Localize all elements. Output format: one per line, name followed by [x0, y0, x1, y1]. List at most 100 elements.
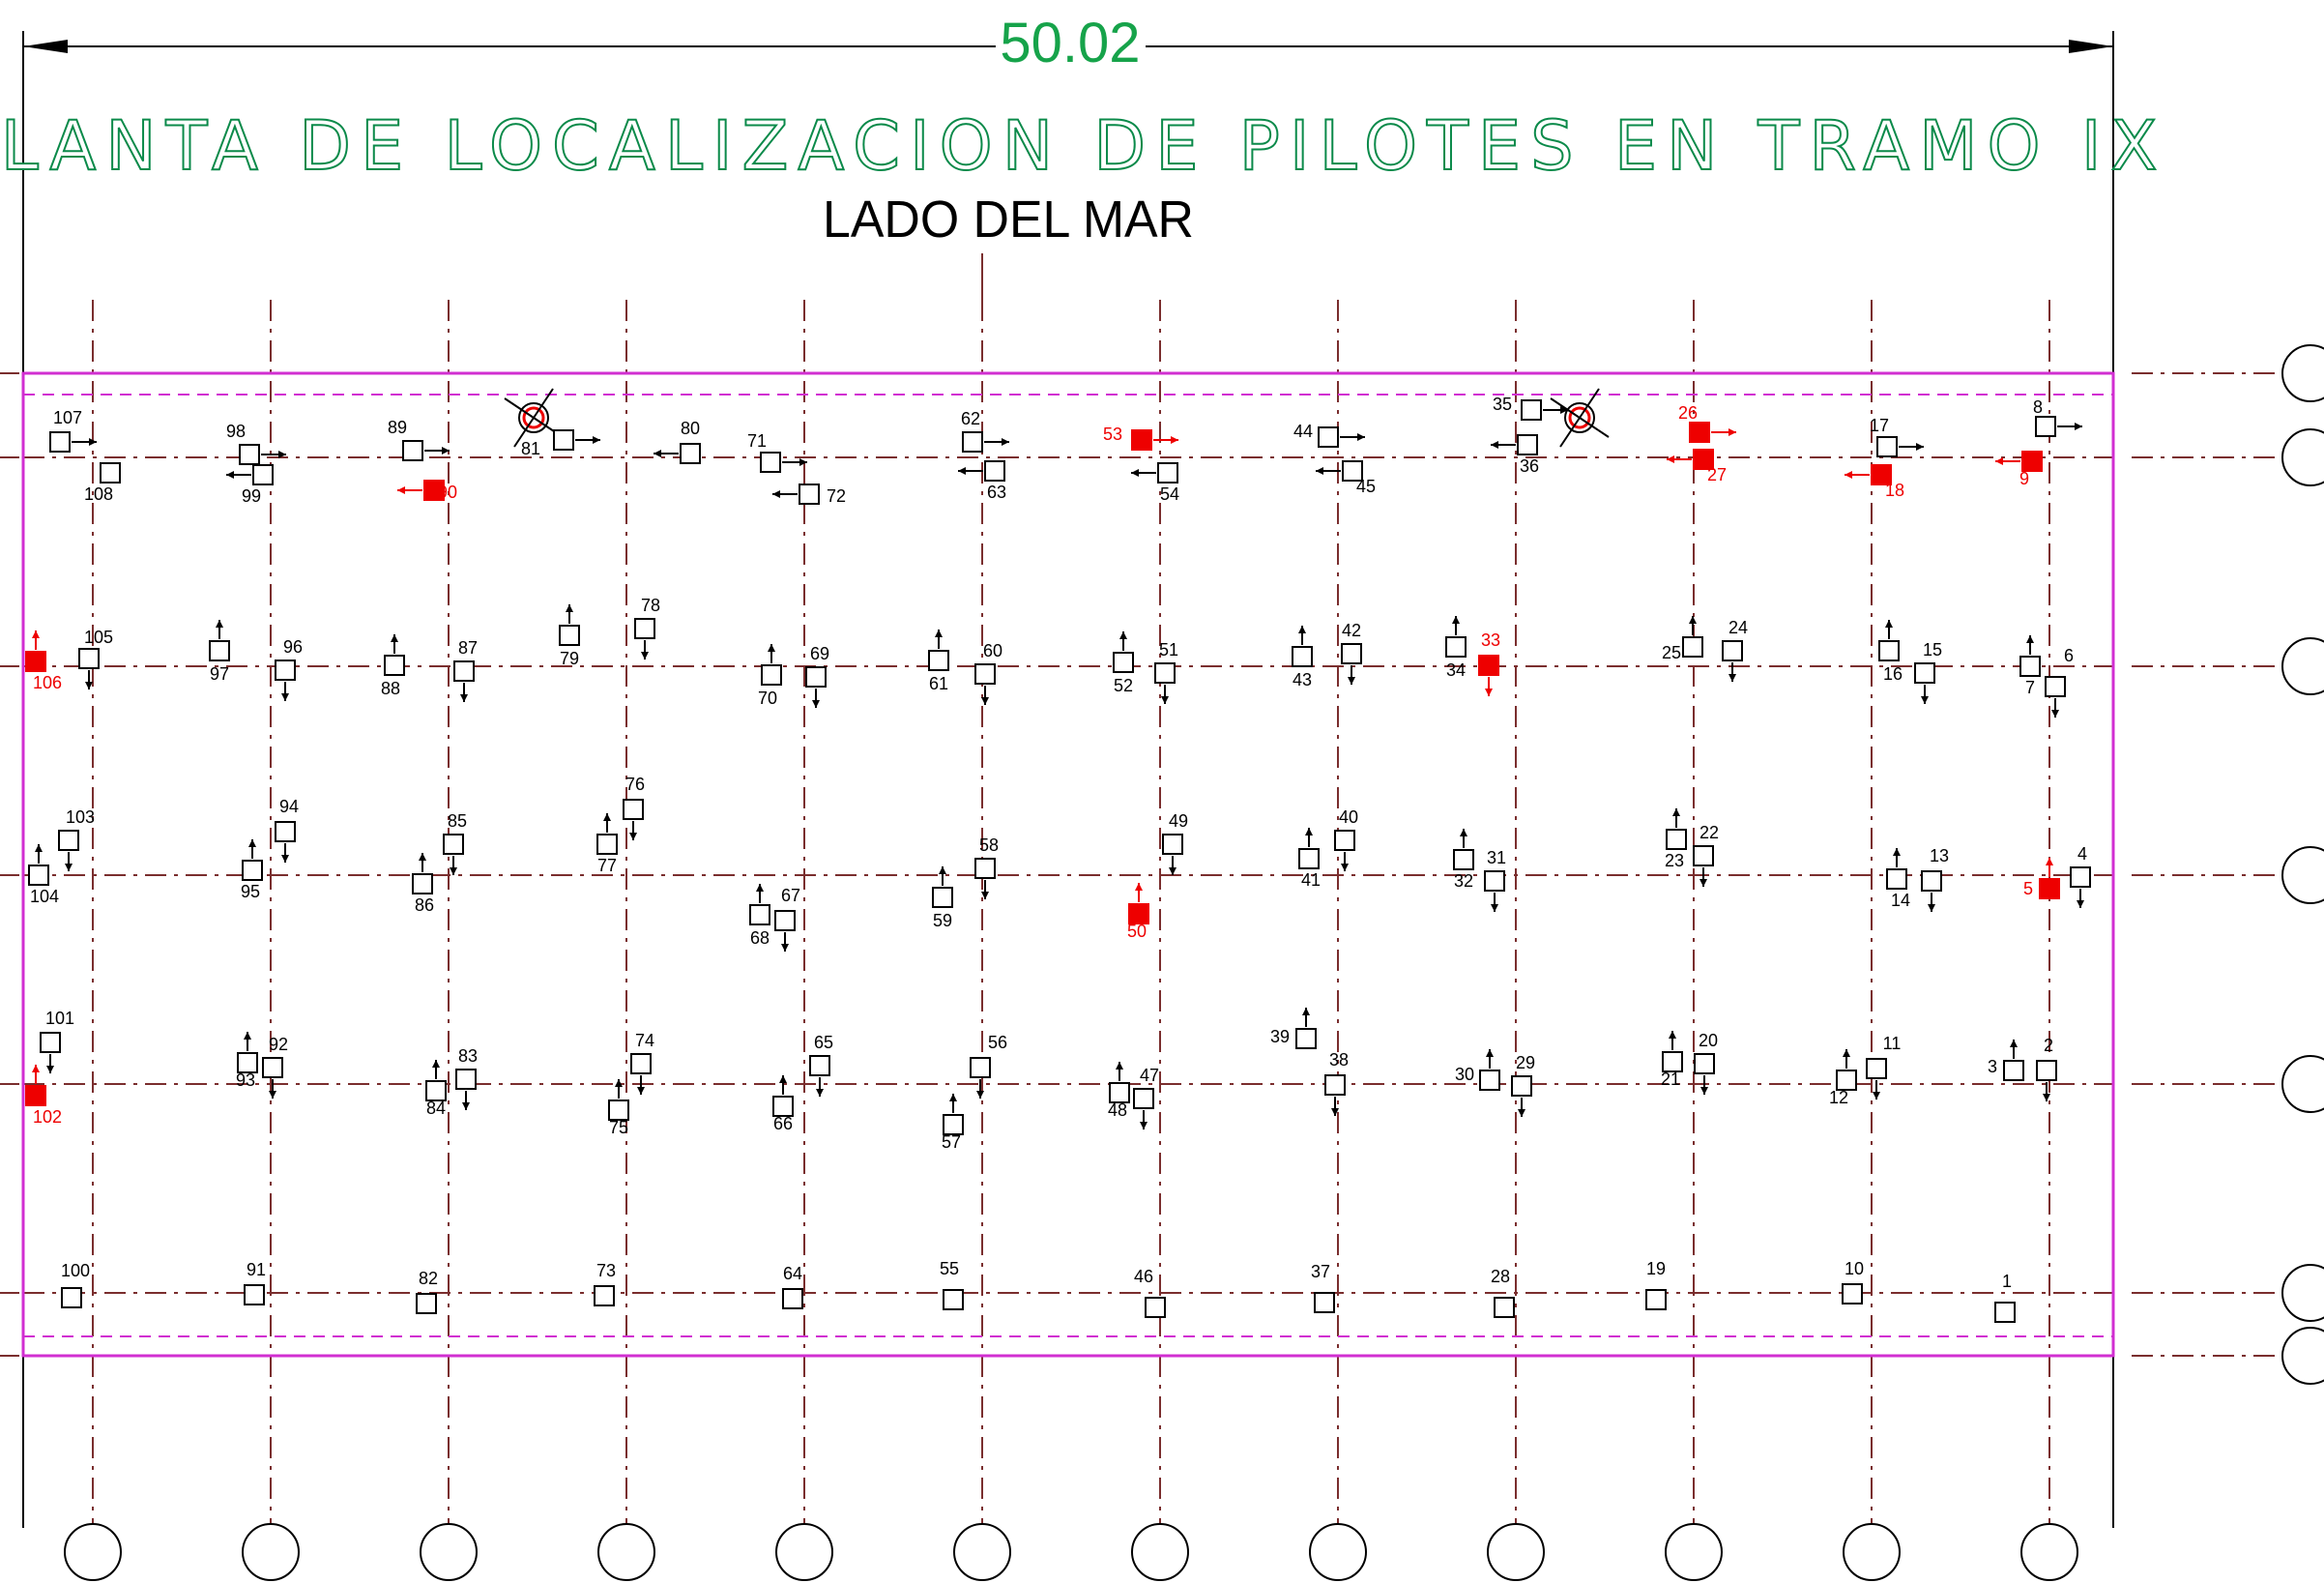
pile-square — [1342, 460, 1363, 482]
pile-label: 90 — [438, 483, 457, 502]
pile-label: 85 — [448, 811, 467, 831]
pile-label: 75 — [609, 1118, 628, 1137]
displacement-arrow-icon — [269, 1091, 276, 1099]
pile-marker: 13 — [1921, 846, 1949, 912]
dimension-value: 50.02 — [1000, 12, 1140, 74]
pile-label: 29 — [1516, 1053, 1535, 1072]
pile-marker: 18 — [1845, 464, 1904, 500]
pile-marker: 20 — [1694, 1031, 1718, 1095]
pile-label: 96 — [283, 637, 303, 657]
pile-label: 54 — [1160, 484, 1179, 504]
pile-label: 46 — [1134, 1267, 1153, 1286]
pile-square — [774, 910, 796, 931]
pile-label: 18 — [1885, 481, 1904, 500]
pile-square — [1341, 643, 1362, 664]
column-grid-bubble — [1665, 1523, 1723, 1581]
pile-label: 48 — [1108, 1100, 1127, 1120]
pile-square — [974, 663, 996, 685]
pile-marker: 39 — [1270, 1008, 1317, 1049]
drawing-title: PLANTA DE LOCALIZACION DE PILOTES EN TRA… — [0, 106, 2166, 186]
pile-marker: 2 — [2036, 1036, 2057, 1101]
pile-square — [402, 440, 423, 461]
pile-marker: 8 — [2033, 397, 2082, 437]
pile-square — [1334, 830, 1355, 851]
pile-marker: 72 — [772, 484, 846, 506]
pile-square — [1109, 1082, 1130, 1103]
pile-square — [1113, 652, 1134, 673]
pile-square — [608, 1099, 629, 1121]
pile-label: 68 — [750, 928, 770, 948]
pile-marker: 107 — [49, 408, 97, 453]
pile-label: 88 — [381, 679, 400, 698]
displacement-arrow-icon — [799, 458, 807, 466]
target-icon — [522, 406, 545, 429]
pile-label: 23 — [1665, 851, 1684, 870]
displacement-arrow-icon — [2010, 1040, 2018, 1047]
displacement-arrow-icon — [981, 892, 989, 899]
displacement-arrow-icon — [1667, 455, 1674, 463]
pile-label: 80 — [681, 419, 700, 438]
pile-label: 93 — [236, 1070, 255, 1090]
pile-marker: 36 — [1491, 434, 1539, 476]
pile-label: 33 — [1481, 630, 1500, 650]
displacement-arrow-icon — [442, 447, 450, 454]
pile-square — [1836, 1070, 1857, 1091]
pile-label: 91 — [247, 1260, 266, 1279]
pile-marker: 103 — [58, 807, 95, 871]
pile-label: 25 — [1662, 643, 1681, 662]
pile-label: 37 — [1311, 1262, 1330, 1281]
pile-square — [58, 830, 79, 851]
pile-marker: 25 — [1662, 616, 1703, 662]
displacement-arrow-icon — [1161, 696, 1169, 704]
pile-square — [40, 1032, 61, 1053]
pile-label: 58 — [979, 835, 999, 855]
pile-marker: 10 — [1842, 1259, 1864, 1305]
target-icon — [1559, 388, 1600, 448]
pile-marker: 9 — [1995, 451, 2043, 488]
pile-label: 22 — [1699, 823, 1719, 842]
pile-marker: 43 — [1292, 626, 1313, 689]
row-grid-bubble — [2281, 1327, 2324, 1385]
pile-square — [262, 1057, 283, 1078]
pile-label: 73 — [596, 1261, 616, 1280]
pile-label: 71 — [747, 431, 767, 451]
column-grid-bubble — [1131, 1523, 1189, 1581]
pile-highlight-square — [1478, 655, 1499, 676]
column-grid-bubble — [1487, 1523, 1545, 1581]
displacement-arrow-icon — [1928, 904, 1935, 912]
pile-marker: 58 — [974, 835, 999, 899]
pile-marker: 96 — [275, 637, 303, 701]
pile-marker: 81 — [521, 429, 600, 458]
pile-label: 55 — [940, 1259, 959, 1278]
dimension-arrow-right-icon — [2069, 40, 2113, 53]
pile-square — [244, 1284, 265, 1305]
pile-square — [412, 873, 433, 894]
displacement-arrow-icon — [1885, 620, 1893, 628]
displacement-arrow-icon — [1140, 1122, 1147, 1129]
pile-label: 11 — [1883, 1034, 1902, 1053]
pile-label: 16 — [1883, 664, 1903, 684]
pile-square — [634, 618, 655, 639]
pile-marker: 75 — [608, 1079, 629, 1137]
pile-label: 69 — [810, 644, 829, 663]
pile-marker: 46 — [1134, 1267, 1166, 1318]
displacement-arrow-icon — [981, 697, 989, 705]
displacement-arrow-icon — [1843, 1049, 1850, 1057]
pile-marker: 53 — [1103, 425, 1178, 451]
pile-marker: 38 — [1324, 1050, 1349, 1116]
displacement-arrow-icon — [2051, 710, 2059, 718]
pile-label: 21 — [1661, 1070, 1680, 1089]
target-icon — [1568, 406, 1591, 429]
pile-marker: 51 — [1154, 640, 1178, 704]
displacement-arrow-icon — [1460, 829, 1467, 836]
displacement-arrow-icon — [1452, 616, 1460, 624]
pile-label: 7 — [2025, 678, 2035, 697]
pile-square — [2045, 676, 2066, 697]
grid-bubbles — [64, 344, 2324, 1581]
pile-label: 52 — [1114, 676, 1133, 695]
pile-marker: 65 — [809, 1033, 833, 1097]
pile-square — [384, 655, 405, 676]
pile-square — [761, 664, 782, 686]
pile-marker: 33 — [1478, 630, 1500, 696]
pile-marker: 55 — [940, 1259, 964, 1310]
